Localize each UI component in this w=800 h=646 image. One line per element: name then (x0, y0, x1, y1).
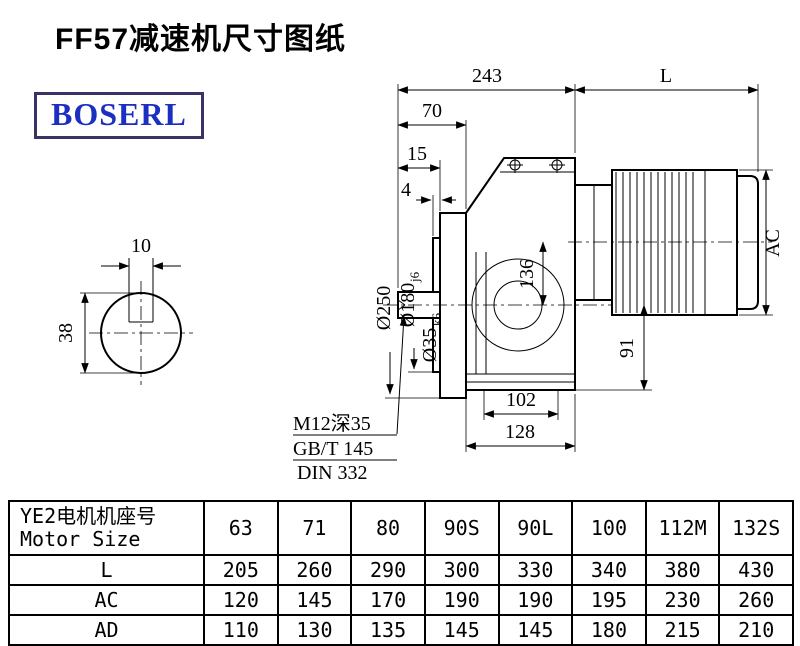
dim-spigot-fit: j6 (407, 271, 422, 283)
cell: 180 (571, 614, 647, 646)
shaft-end-view: 10 38 (55, 235, 193, 385)
motor-body (611, 169, 738, 316)
note-center-tap: M12深35 (293, 412, 371, 435)
dim-4: 4 (401, 179, 411, 201)
size-col: 80 (350, 500, 426, 556)
cell: 260 (718, 584, 794, 616)
dim-128: 128 (505, 421, 535, 443)
cell: 210 (718, 614, 794, 646)
cell: 290 (350, 554, 426, 586)
size-col: 132S (718, 500, 794, 556)
cell: 130 (276, 614, 353, 646)
header-motor-size-cn: YE2电机机座号 (20, 504, 157, 528)
cell: 430 (718, 554, 794, 586)
table-row-AD: AD 110 130 135 145 145 180 215 210 (8, 614, 794, 646)
dim-flange-diameter: Ø250 (373, 286, 395, 330)
cell: 170 (350, 584, 426, 616)
table-row-L: L 205 260 290 300 330 340 380 430 (8, 554, 794, 586)
dim-91: 91 (616, 338, 638, 358)
cell: 330 (497, 554, 574, 586)
dimensions: 243 L 70 15 4 Ø250 Ø180 j6 Ø35 k6 136 (293, 65, 784, 484)
table-header-row: YE2电机机座号 Motor Size 63 71 80 90S 90L 100… (8, 500, 794, 556)
dim-15: 15 (407, 143, 427, 165)
cell: 145 (276, 584, 353, 616)
note-gb-standard: GB/T 145 (293, 438, 373, 460)
cell: 230 (644, 584, 721, 616)
cell: 110 (203, 614, 279, 646)
cell: 195 (571, 584, 647, 616)
cell: 340 (571, 554, 647, 586)
cell: 300 (423, 554, 500, 586)
size-col: 90S (423, 500, 500, 556)
dim-shaft-diameter: Ø35 (419, 328, 441, 362)
cell: 135 (350, 614, 426, 646)
row-label: AD (8, 614, 205, 646)
fan-cowl (736, 175, 759, 310)
cell: 190 (497, 584, 574, 616)
cell: 205 (203, 554, 279, 586)
cell: 215 (644, 614, 721, 646)
size-col: 63 (203, 500, 279, 556)
row-label: AC (8, 584, 205, 616)
flange (439, 212, 467, 399)
row-label: L (8, 554, 205, 586)
size-col: 100 (571, 500, 647, 556)
dim-136: 136 (516, 259, 538, 289)
dim-keyway-width: 10 (131, 235, 151, 257)
motor-size-table: YE2电机机座号 Motor Size 63 71 80 90S 90L 100… (8, 500, 794, 646)
reducer-side-view (383, 157, 772, 399)
size-col: 90L (497, 500, 574, 556)
cell: 145 (423, 614, 500, 646)
dim-spigot-diameter: Ø180 (397, 283, 419, 327)
page-title: FF57减速机尺寸图纸 (55, 23, 347, 56)
dim-motor-AC: AC (762, 229, 784, 257)
cell: 260 (276, 554, 353, 586)
header-motor-size: YE2电机机座号 Motor Size (8, 500, 205, 556)
technical-drawing: 10 38 (55, 65, 784, 484)
dim-motor-length-L: L (660, 65, 672, 87)
dim-reducer-length: 243 (472, 65, 502, 87)
brand-logo: BOSERL (34, 92, 204, 139)
note-din-standard: DIN 332 (297, 462, 368, 484)
cell: 145 (497, 614, 574, 646)
dim-shaft-fit: k6 (429, 313, 444, 327)
cell: 120 (203, 584, 279, 616)
motor-fins (615, 172, 694, 313)
dim-shaft-height: 38 (55, 323, 77, 343)
size-col: 112M (644, 500, 721, 556)
header-motor-size-en: Motor Size (20, 527, 141, 551)
size-col: 71 (276, 500, 353, 556)
dim-70: 70 (422, 100, 442, 122)
table-row-AC: AC 120 145 170 190 190 195 230 260 (8, 584, 794, 616)
cell: 190 (423, 584, 500, 616)
dim-102: 102 (506, 389, 536, 411)
cell: 380 (644, 554, 721, 586)
